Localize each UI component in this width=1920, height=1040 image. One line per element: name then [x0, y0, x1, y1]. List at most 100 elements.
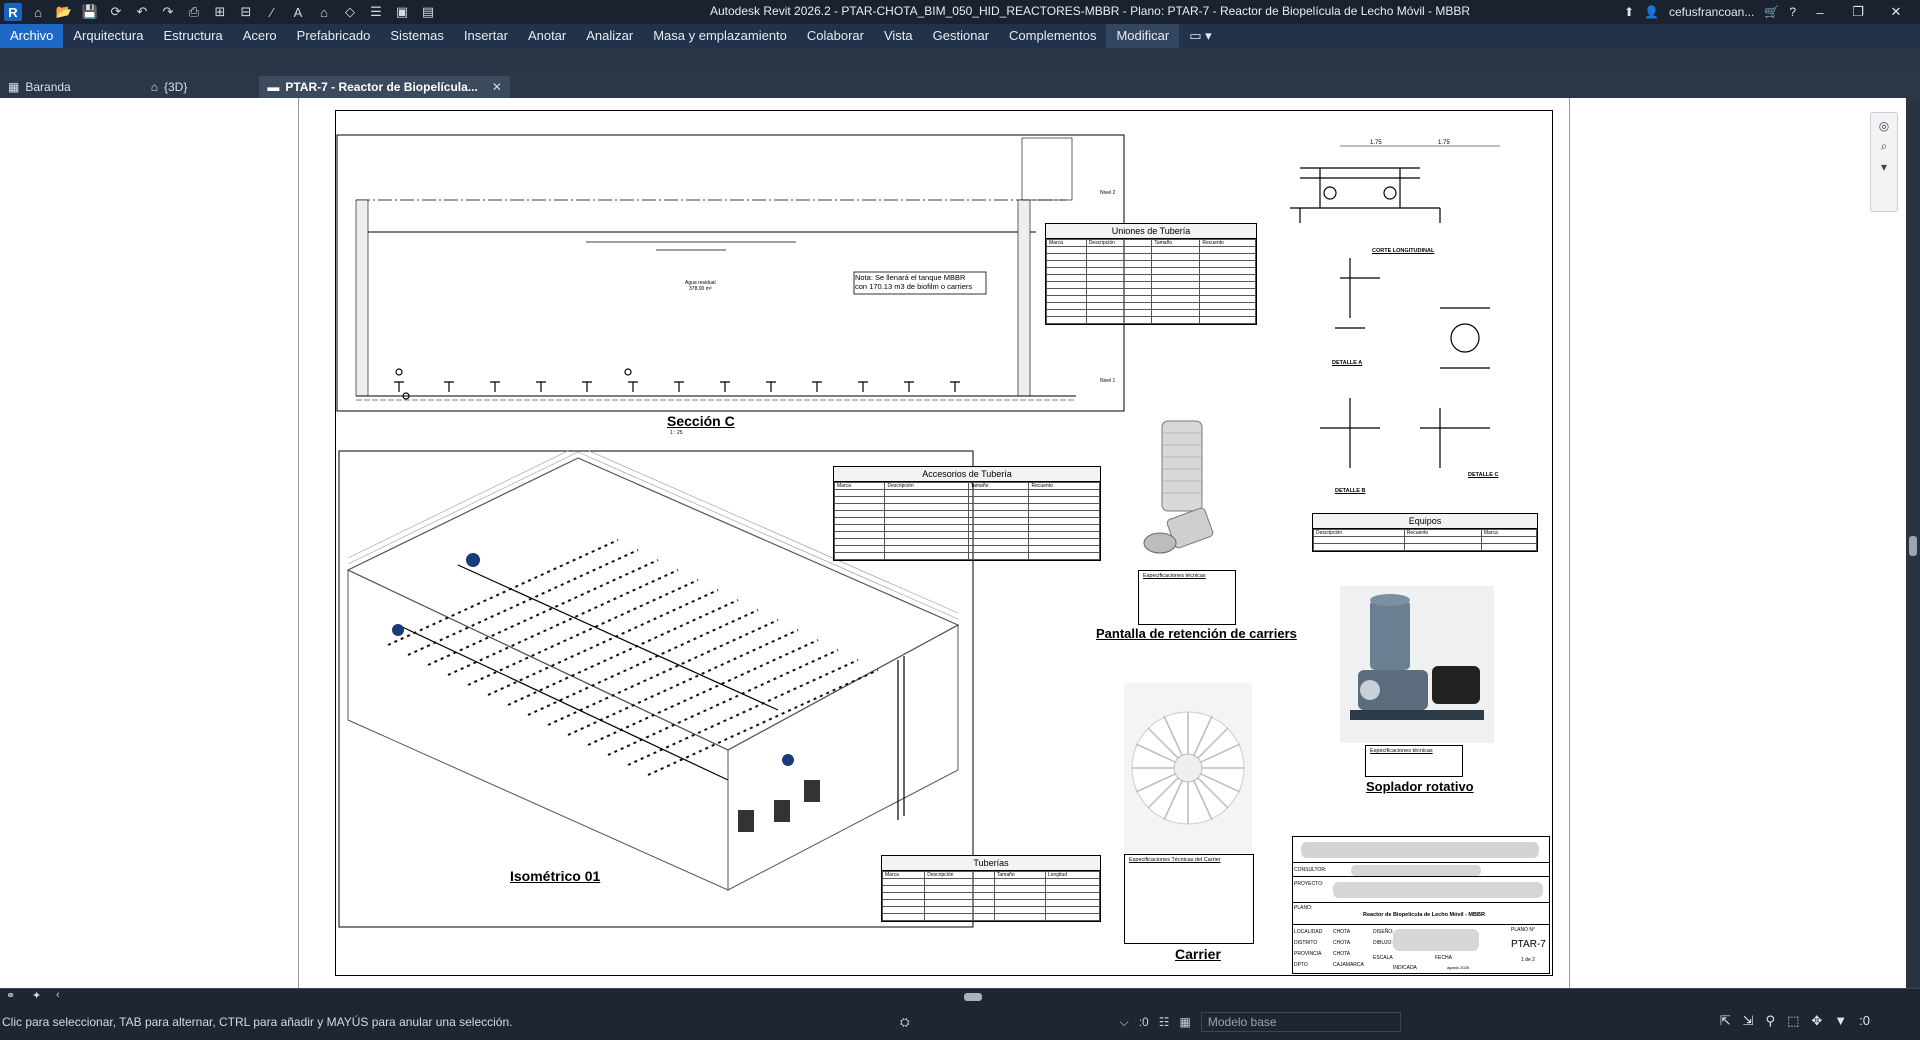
close-tab-icon[interactable]: ✕: [491, 80, 502, 94]
worksets-icon[interactable]: ⛭: [900, 1014, 910, 1029]
water-label-line: 378.00 m³: [689, 286, 712, 292]
ribbon-tab-vista[interactable]: Vista: [883, 28, 913, 43]
user-name[interactable]: cefusfrancoan...: [1668, 5, 1755, 19]
pantalla-title[interactable]: Pantalla de retención de carriers: [1096, 626, 1297, 641]
tab-label: Baranda: [25, 80, 71, 94]
ribbon-tab-acero[interactable]: Acero: [242, 28, 277, 43]
steering-wheel-icon[interactable]: ◎: [1878, 119, 1890, 133]
ribbon-tab-insertar[interactable]: Insertar: [463, 28, 508, 43]
design-options-icon[interactable]: ▦: [1179, 1015, 1191, 1029]
undo-icon[interactable]: ↶: [136, 4, 148, 19]
close-window-icon[interactable]: ✕: [1890, 4, 1902, 19]
section-icon[interactable]: ◇: [345, 4, 355, 19]
drawing-canvas[interactable]: Nota: Se llenará el tanque MBBR con 170.…: [0, 98, 1906, 988]
tab-baranda[interactable]: ▦ Baranda: [0, 76, 79, 98]
tab-label: {3D}: [163, 80, 188, 94]
select-pinned-icon[interactable]: ⚲: [1765, 1013, 1776, 1028]
tb-distrito: DISTRITO: [1294, 940, 1318, 946]
isometric-drawing[interactable]: [338, 450, 974, 928]
tab-ptar-7[interactable]: ▬ PTAR-7 - Reactor de Biopelícula... ✕: [259, 76, 510, 98]
thin-lines-icon[interactable]: ☰: [370, 4, 382, 19]
select-underlay-icon[interactable]: ⇲: [1742, 1013, 1754, 1028]
minimize-icon[interactable]: –: [1816, 4, 1824, 20]
line-icon[interactable]: ∕: [270, 4, 274, 20]
ribbon-tab-prefabricado[interactable]: Prefabricado: [296, 28, 371, 43]
isometric-title[interactable]: Isométrico 01: [510, 868, 601, 884]
tab-3d[interactable]: ⌂ {3D}: [143, 76, 196, 98]
zoom-menu-icon[interactable]: ▾: [1880, 160, 1888, 174]
3d-view-icon[interactable]: ⌂: [320, 4, 328, 20]
close-views-icon[interactable]: ▣: [395, 4, 409, 19]
revit-logo[interactable]: R: [4, 3, 22, 21]
measure-icon[interactable]: ⊞: [214, 4, 226, 19]
drag-elements-icon[interactable]: ✥: [1811, 1013, 1823, 1028]
ribbon-tab-gestionar[interactable]: Gestionar: [932, 28, 990, 43]
vertical-scroll-thumb[interactable]: [1909, 536, 1917, 556]
zoom-icon[interactable]: ⌕: [1880, 139, 1888, 153]
people-icon[interactable]: 👤: [1644, 5, 1659, 19]
navigation-bar[interactable]: ◎ ⌕ ▾: [1870, 112, 1898, 212]
lightbulb-icon[interactable]: ✦: [32, 990, 42, 1002]
th-marca: Marca: [1480, 529, 1538, 537]
ribbon-tab-modificar[interactable]: Modificar: [1106, 24, 1180, 48]
carrier-title[interactable]: Carrier: [1175, 946, 1221, 962]
vertical-scrollbar[interactable]: [1906, 98, 1920, 988]
filter-icon[interactable]: ▼: [1834, 1013, 1848, 1028]
tb-escala: ESCALA: [1373, 955, 1393, 961]
model-base-select[interactable]: Modelo base: [1200, 1012, 1401, 1032]
tb-fecha: FECHA: [1435, 955, 1452, 961]
ribbon-tab-sistemas[interactable]: Sistemas: [390, 28, 444, 43]
horizontal-scroll-thumb[interactable]: [964, 993, 982, 1001]
ribbon-tab-arquitectura[interactable]: Arquitectura: [73, 28, 144, 43]
title-block[interactable]: CONSULTOR: PROYECTO: PLANO: Reactor de B…: [1292, 836, 1550, 974]
binoculars-icon[interactable]: ⚭: [6, 990, 16, 1002]
ribbon-tab-analizar[interactable]: Analizar: [586, 28, 634, 43]
section-c-title[interactable]: Sección C: [667, 413, 735, 429]
ribbon-tab-colaborar[interactable]: Colaborar: [806, 28, 864, 43]
zero-count: :0: [1138, 1015, 1149, 1029]
print-icon[interactable]: ⎙: [188, 4, 200, 19]
th-longitud: Longitud: [1044, 871, 1101, 879]
tb-consultor-row: CONSULTOR:: [1293, 863, 1549, 877]
detalle-a-label: DETALLE A: [1332, 360, 1363, 366]
th-descripcion: Descripción: [924, 871, 995, 879]
text-icon[interactable]: A: [293, 4, 303, 20]
ribbon-tab-complementos[interactable]: Complementos: [1009, 28, 1097, 43]
soplador-title[interactable]: Soplador rotativo: [1366, 779, 1474, 794]
tuberias-title: Tuberías: [882, 856, 1100, 871]
editable-only-icon[interactable]: ⌵: [1119, 1014, 1129, 1029]
dimension-2: 1.75: [1438, 140, 1450, 146]
ribbon-tab-archivo[interactable]: Archivo: [0, 24, 64, 48]
align-icon[interactable]: ⊟: [240, 4, 252, 19]
detail-drawings[interactable]: [1240, 108, 1540, 508]
ribbon-tab-masa-y-emplazamiento[interactable]: Masa y emplazamiento: [653, 28, 787, 43]
th-recuento: Recuento: [1403, 529, 1482, 537]
th-tamano: Tamaño: [993, 871, 1046, 879]
help-icon[interactable]: ?: [1789, 5, 1796, 19]
scroll-left-icon[interactable]: ‹: [56, 989, 60, 1001]
arrow-icon[interactable]: ⬆: [1623, 5, 1635, 19]
select-links-icon[interactable]: ⇱: [1719, 1013, 1731, 1028]
open-icon[interactable]: 📂: [55, 4, 73, 19]
pantalla-specs: Especificaciones técnicas: [1138, 570, 1236, 625]
list-icon[interactable]: ☷: [1158, 1015, 1170, 1029]
ribbon-tab-anotar[interactable]: Anotar: [527, 28, 567, 43]
ribbon-options-icon[interactable]: ▭ ▾: [1189, 28, 1212, 43]
cart-icon[interactable]: 🛒: [1764, 5, 1780, 19]
horizontal-scrollbar[interactable]: ⚭ ✦ ‹: [0, 988, 1920, 1004]
redo-icon[interactable]: ↷: [162, 4, 174, 19]
spec-heading: Especificaciones Técnicas del Carrier: [1129, 857, 1221, 863]
save-icon[interactable]: 💾: [81, 4, 99, 19]
switch-windows-icon[interactable]: ▤: [421, 4, 435, 19]
tb-diseno: DISEÑO:: [1373, 929, 1394, 935]
select-by-face-icon[interactable]: ⬚: [1787, 1013, 1800, 1028]
sync-icon[interactable]: ⟳: [110, 4, 122, 19]
section-c-drawing[interactable]: [336, 134, 1126, 434]
restore-icon[interactable]: ❐: [1852, 4, 1864, 19]
ribbon-tab-estructura[interactable]: Estructura: [163, 28, 223, 43]
home-icon[interactable]: ⌂: [34, 4, 42, 20]
